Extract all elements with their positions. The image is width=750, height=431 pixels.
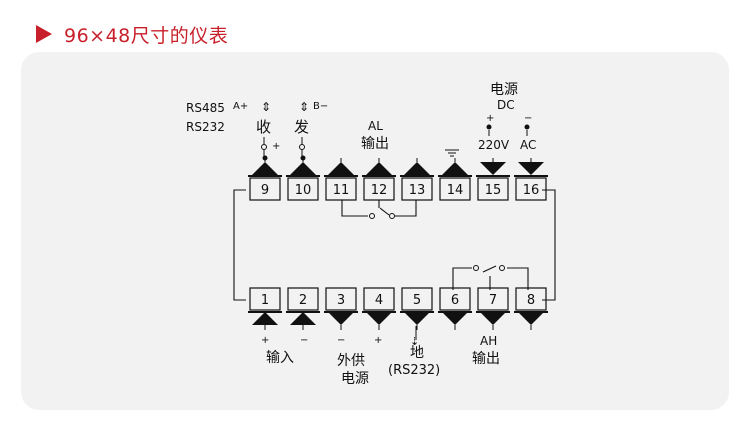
terminal-2	[287, 287, 319, 311]
terminal-3	[325, 287, 357, 311]
terminal-number-9: 9	[261, 183, 269, 198]
terminal-marker-12-1	[366, 162, 392, 175]
terminal-7	[477, 287, 509, 311]
terminal-number-1: 1	[261, 293, 269, 308]
label-power-220v: 220V	[478, 138, 510, 152]
label-a-plus: A+	[233, 101, 248, 112]
terminal-marker-7-1	[480, 312, 506, 325]
terminal-marker-2-1	[290, 312, 316, 325]
terminal-10	[287, 177, 319, 201]
terminal-number-4: 4	[375, 293, 383, 308]
terminal-6	[439, 287, 471, 311]
terminal-number-5: 5	[413, 293, 421, 308]
terminal-number-7: 7	[489, 293, 497, 308]
terminal-number-3: 3	[337, 293, 345, 308]
label-ah-title: AH	[480, 334, 497, 348]
terminal-marker-9-1	[252, 162, 278, 175]
label-al-title: AL	[368, 119, 383, 133]
terminal-number-10: 10	[295, 183, 312, 198]
ah-relay-switch	[452, 265, 529, 290]
label-rs485: RS485	[186, 101, 225, 115]
section-title: 96×48尺寸的仪表	[64, 24, 229, 47]
terminal-marker-10-1	[290, 162, 316, 175]
label-input: 输入	[266, 350, 294, 366]
al-relay-switch	[341, 200, 417, 217]
terminal-marker-3-1	[328, 312, 354, 325]
label-ext-plus: +	[374, 335, 382, 346]
terminal-marker-14-1	[442, 162, 468, 175]
label-send: 发	[294, 118, 309, 136]
label-power-title: 电源	[490, 82, 518, 98]
terminal-number-6: 6	[451, 293, 459, 308]
terminal-9	[249, 177, 281, 201]
label-power-dc: DC	[497, 98, 515, 112]
terminal-number-12: 12	[371, 183, 388, 198]
terminal-number-13: 13	[409, 183, 426, 198]
arrow-ground: ⇣	[410, 335, 419, 348]
label-al-output: 输出	[361, 136, 389, 152]
label-input-plus: +	[261, 335, 269, 346]
terminal-14	[439, 177, 471, 201]
outer-loop-line-right	[542, 189, 556, 301]
label-input-minus: −	[300, 335, 308, 346]
terminal-15	[477, 177, 509, 201]
terminal-11	[325, 177, 357, 201]
label-ext-supply-1: 外供	[337, 353, 365, 369]
label-power-minus: −	[524, 113, 532, 124]
terminal-marker-13-1	[404, 162, 430, 175]
terminal-5	[401, 287, 433, 311]
ground-icon	[445, 149, 459, 157]
terminal-8	[515, 287, 547, 311]
terminal-marker-5-1	[404, 312, 430, 325]
outer-loop-line	[233, 189, 246, 301]
terminal-number-2: 2	[299, 293, 307, 308]
terminal-marker-16-1	[518, 162, 544, 175]
terminal-marker-1-1	[252, 312, 278, 325]
section-header: 96×48尺寸的仪表	[36, 20, 228, 48]
label-ext-minus: −	[337, 335, 345, 346]
terminal-marker-4-1	[366, 312, 392, 325]
play-arrow-icon	[36, 25, 52, 43]
terminal-marker-8-1	[518, 312, 544, 325]
terminal-number-14: 14	[447, 183, 464, 198]
diagram-panel	[21, 52, 729, 410]
label-power-plus: +	[486, 113, 494, 124]
terminal-number-15: 15	[485, 183, 502, 198]
label-b-minus: B−	[313, 101, 328, 112]
terminal-16	[515, 177, 547, 201]
terminal-13	[401, 177, 433, 201]
label-ah-output: 输出	[472, 351, 500, 367]
label-ground-rs232: (RS232)	[388, 363, 440, 378]
arrow-a: ⇕	[261, 100, 271, 114]
label-ground: 地	[410, 345, 424, 361]
label-receive-plus: +	[272, 141, 280, 152]
terminal-1	[249, 287, 281, 311]
terminal-4	[363, 287, 395, 311]
terminal-marker-6-1	[442, 312, 468, 325]
terminal-number-11: 11	[333, 183, 350, 198]
terminal-number-16: 16	[523, 183, 540, 198]
label-rs232: RS232	[186, 120, 225, 134]
label-receive: 收	[256, 118, 271, 136]
arrow-b: ⇕	[299, 100, 309, 114]
label-ext-supply-2: 电源	[341, 371, 369, 387]
terminal-marker-11-1	[328, 162, 354, 175]
terminal-marker-15-1	[480, 162, 506, 175]
label-power-ac: AC	[520, 138, 536, 152]
terminal-number-8: 8	[527, 293, 535, 308]
